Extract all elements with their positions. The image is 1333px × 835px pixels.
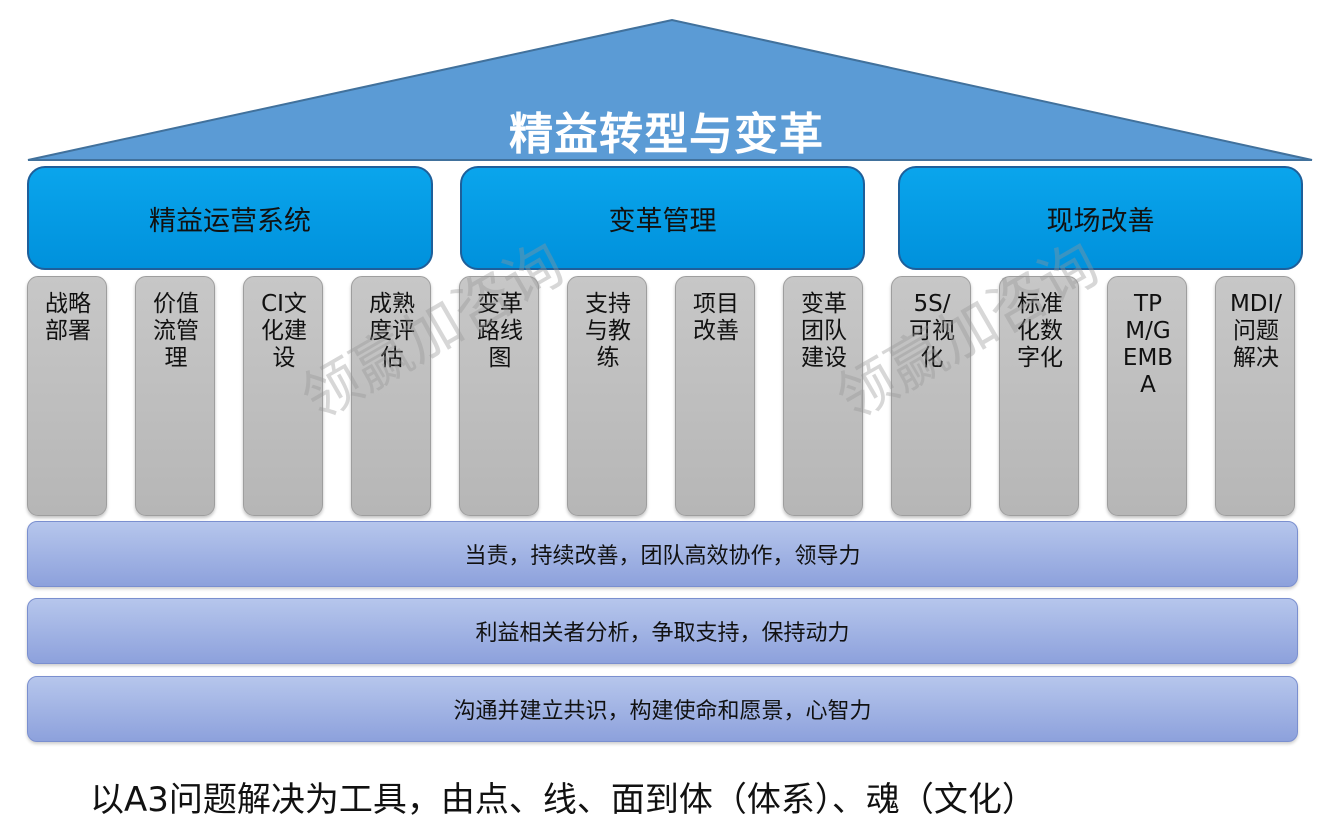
section-label: 变革管理 [608,205,717,237]
pillar-label: 标准化数字化 [1017,291,1063,371]
pillar-label: 5S/可视化 [909,291,955,371]
pillar-mdi-problem-solving: MDI/问题解决 [1215,276,1295,516]
pillar-ci-culture: CI文化建设 [243,276,323,516]
section-label: 现场改善 [1046,205,1155,237]
pillar-change-team: 变革团队建设 [783,276,863,516]
pillar-label: 变革路线图 [477,291,523,371]
pillar-tpm-gemba: TPM/GEMBA [1107,276,1187,516]
section-label: 精益运营系统 [149,205,311,237]
pillar-strategy-deployment: 战略部署 [27,276,107,516]
pillar-label: 战略部署 [45,291,91,344]
foundation-bar-stakeholders: 利益相关者分析，争取支持，保持动力 [27,598,1298,664]
foundation-label: 利益相关者分析，争取支持，保持动力 [475,621,850,646]
roof-title: 精益转型与变革 [509,109,824,160]
pillar-label: CI文化建设 [261,291,307,371]
pillar-value-stream: 价值流管理 [135,276,215,516]
pillar-label: 变革团队建设 [801,291,847,371]
foundation-label: 当责，持续改善，团队高效协作，领导力 [464,544,861,569]
foundation-bar-communication: 沟通并建立共识，构建使命和愿景，心智力 [27,676,1298,742]
pillar-project-improvement: 项目改善 [675,276,755,516]
pillar-standardization: 标准化数字化 [999,276,1079,516]
section-header-lean-operations: 精益运营系统 [27,166,433,270]
pillar-label: MDI/问题解决 [1229,291,1283,371]
pillar-change-roadmap: 变革路线图 [459,276,539,516]
pillar-5s-visualization: 5S/可视化 [891,276,971,516]
footer-caption: 以A3问题解决为工具，由点、线、面到体（体系）、魂（文化） [90,780,1036,820]
roof-triangle [27,18,1313,161]
pillar-support-coaching: 支持与教练 [567,276,647,516]
pillar-label: 支持与教练 [585,291,631,371]
pillar-maturity-assessment: 成熟度评估 [351,276,431,516]
section-header-change-management: 变革管理 [460,166,865,270]
pillar-label: 项目改善 [693,291,739,344]
pillar-label: TPM/GEMBA [1122,291,1174,398]
pillar-label: 成熟度评估 [369,291,415,371]
foundation-label: 沟通并建立共识，构建使命和愿景，心智力 [453,699,872,724]
section-header-site-improvement: 现场改善 [898,166,1303,270]
foundation-bar-accountability: 当责，持续改善，团队高效协作，领导力 [27,521,1298,587]
pillar-label: 价值流管理 [153,291,199,371]
